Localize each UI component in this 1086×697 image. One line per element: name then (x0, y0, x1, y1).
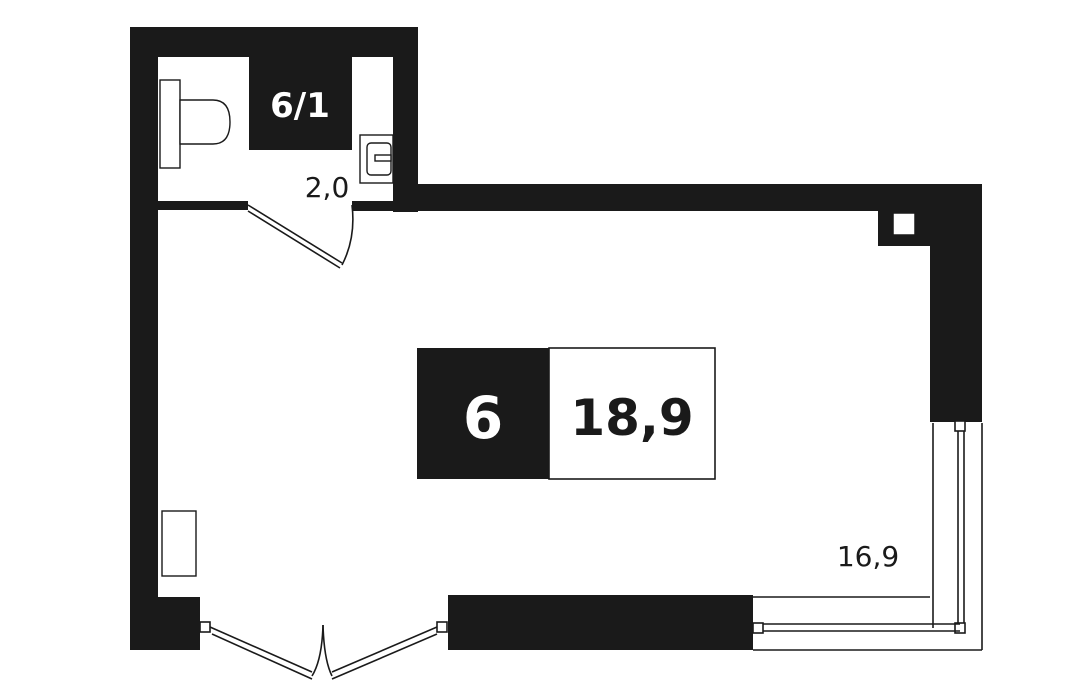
window-bottom (752, 596, 982, 651)
apartment-area-box (548, 347, 716, 480)
wall-bath-right (393, 27, 418, 212)
shaft (892, 212, 916, 236)
wall-bath-top (130, 27, 418, 57)
bathroom-label: 6/1 (270, 86, 330, 126)
apartment-number: 6 (463, 384, 503, 452)
wardrobe (161, 510, 197, 577)
main-room-area: 16,9 (837, 540, 899, 573)
apartment-number-box (417, 348, 549, 479)
wall-partition-left (130, 201, 248, 210)
wall-left (130, 27, 158, 650)
window-right (932, 420, 983, 650)
sink-icon (359, 134, 394, 184)
toilet-icon (159, 79, 231, 169)
bathroom-area: 2,0 (305, 171, 350, 204)
apartment-total-area: 18,9 (570, 389, 693, 447)
wall-partition-right (352, 201, 402, 211)
wall-bottom-left (130, 597, 200, 650)
walls (130, 27, 982, 650)
entrance-door (199, 621, 448, 680)
bathroom-label-box (249, 57, 352, 150)
bathroom-door (247, 204, 354, 269)
wall-bottom-segment (448, 595, 753, 650)
